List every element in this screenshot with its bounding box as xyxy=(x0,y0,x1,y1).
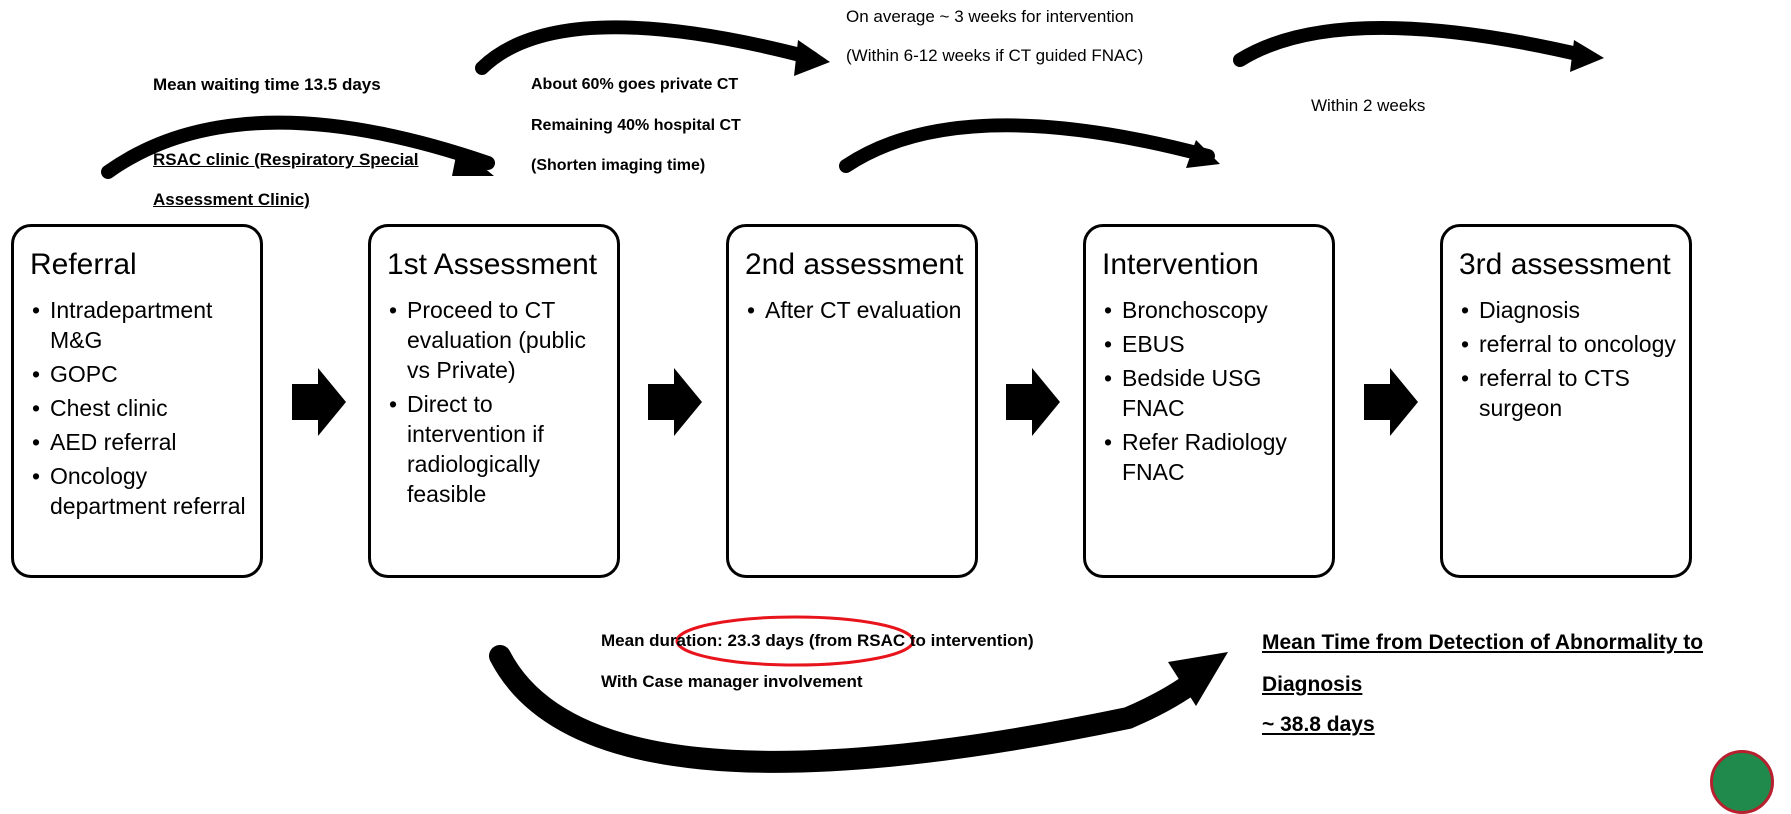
arc-bottom-swoosh-head xyxy=(1168,652,1228,706)
arc-intervention-to-3rd-head xyxy=(1570,40,1604,72)
stage-item: Direct to intervention if radiologically… xyxy=(387,389,607,509)
ct-guided-note: (Within 6-12 weeks if CT guided FNAC) xyxy=(846,46,1144,65)
rsac-note-line2: Assessment Clinic) xyxy=(153,190,310,209)
stage-referral: Referral Intradepartment M&G GOPC Chest … xyxy=(11,224,263,578)
stage-item: After CT evaluation xyxy=(745,295,965,325)
flow-arrows xyxy=(101,20,1604,773)
stage-item: referral to CTS surgeon xyxy=(1459,363,1679,423)
summary-line2: Diagnosis xyxy=(1262,673,1363,696)
stage-item: GOPC xyxy=(30,359,250,389)
summary-line1: Mean Time from Detection of Abnormality … xyxy=(1262,631,1704,654)
arc-referral-to-1st-head xyxy=(452,146,494,176)
highlight-ellipse xyxy=(675,615,915,667)
arc-referral-to-1st xyxy=(101,115,495,179)
arc-bottom-swoosh xyxy=(489,645,1207,773)
hospital-logo-icon xyxy=(1710,750,1774,814)
stage-3rd-assessment: 3rd assessment Diagnosis referral to onc… xyxy=(1440,224,1692,578)
stage-item: Refer Radiology FNAC xyxy=(1102,427,1322,487)
hospital-ct-note: Remaining 40% hospital CT xyxy=(531,117,741,134)
stage-intervention: Intervention Bronchoscopy EBUS Bedside U… xyxy=(1083,224,1335,578)
stage-item: Bronchoscopy xyxy=(1102,295,1322,325)
rsac-note-line1: RSAC clinic (Respiratory Special xyxy=(153,150,419,169)
stage-1st-assessment: 1st Assessment Proceed to CT evaluation … xyxy=(368,224,620,578)
stage-item: Diagnosis xyxy=(1459,295,1679,325)
stage-title: Intervention xyxy=(1102,248,1259,281)
stage-items: Proceed to CT evaluation (public vs Priv… xyxy=(387,295,607,509)
stage-title: 1st Assessment xyxy=(387,248,598,281)
avg-intervention-note: On average ~ 3 weeks for intervention xyxy=(846,7,1134,26)
arc-1st-to-2nd xyxy=(839,118,1215,173)
stage-item: Intradepartment M&G xyxy=(30,295,250,355)
stage-title: Referral xyxy=(30,248,137,281)
mean-duration-note: Mean duration: 23.3 days (from RSAC to i… xyxy=(601,631,1034,650)
shorten-note: (Shorten imaging time) xyxy=(531,157,706,174)
stage-title: 3rd assessment xyxy=(1459,248,1671,281)
stage-item: referral to oncology xyxy=(1459,329,1679,359)
block-arrow-4 xyxy=(1364,368,1418,436)
stage-items: Intradepartment M&G GOPC Chest clinic AE… xyxy=(30,295,250,521)
block-arrow-2 xyxy=(648,368,702,436)
stage-title: 2nd assessment xyxy=(745,248,964,281)
private-ct-note: About 60% goes private CT xyxy=(531,76,739,93)
arc-intervention-to-3rd xyxy=(1233,21,1593,67)
mean-waiting-note: Mean waiting time 13.5 days xyxy=(153,75,381,94)
stage-items: Bronchoscopy EBUS Bedside USG FNAC Refer… xyxy=(1102,295,1322,487)
stage-items: Diagnosis referral to oncology referral … xyxy=(1459,295,1679,423)
stage-item: Proceed to CT evaluation (public vs Priv… xyxy=(387,295,607,385)
stage-item: Chest clinic xyxy=(30,393,250,423)
stage-items: After CT evaluation xyxy=(745,295,965,325)
summary-line3: ~ 38.8 days xyxy=(1262,713,1375,736)
stage-2nd-assessment: 2nd assessment After CT evaluation xyxy=(726,224,978,578)
stage-item: Oncology department referral xyxy=(30,461,250,521)
arc-1st-to-2nd-head xyxy=(1186,140,1220,168)
block-arrow-3 xyxy=(1006,368,1060,436)
stage-item: AED referral xyxy=(30,427,250,457)
arc-1st-to-intervention xyxy=(475,20,819,75)
case-manager-note: With Case manager involvement xyxy=(601,672,863,691)
stage-item: EBUS xyxy=(1102,329,1322,359)
within-2-weeks-note: Within 2 weeks xyxy=(1311,96,1426,115)
stage-item: Bedside USG FNAC xyxy=(1102,363,1322,423)
block-arrow-1 xyxy=(292,368,346,436)
arc-1st-to-intervention-head xyxy=(794,40,830,76)
